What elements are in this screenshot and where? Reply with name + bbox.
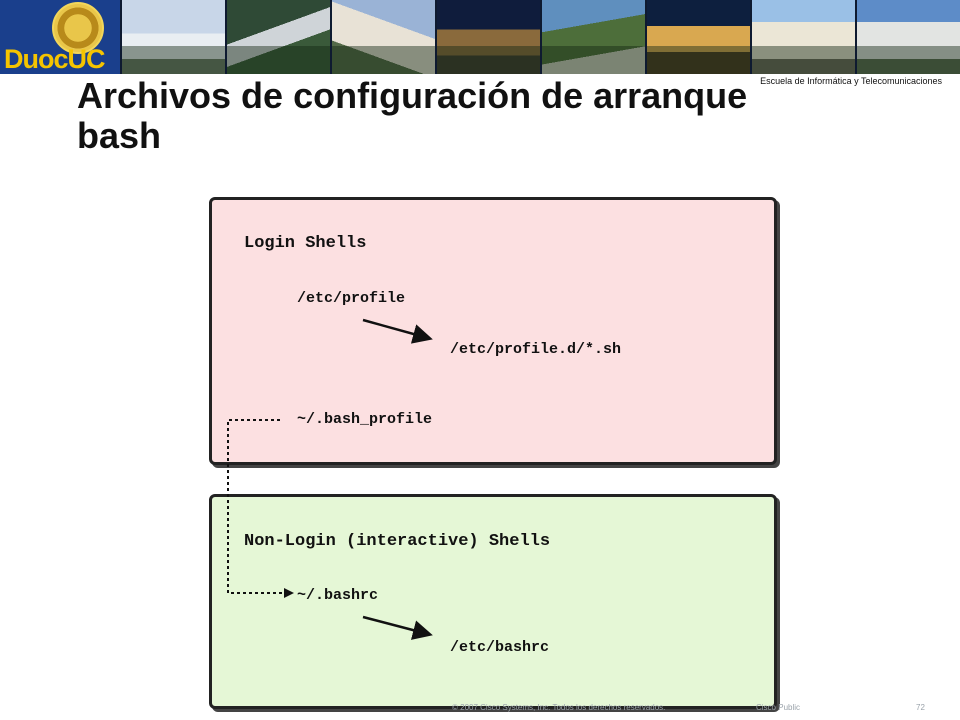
slide-title-line-2: bash	[77, 115, 162, 156]
classification-text: Cisco Public	[756, 703, 801, 712]
slide-title-line-1: Archivos de configuración de arranque	[77, 75, 748, 116]
bashrc-file: ~/.bashrc	[297, 587, 379, 604]
copyright-text: © 2007 Cisco Systems, Inc. Todos los der…	[452, 703, 666, 712]
profile-d-file: /etc/profile.d/*.sh	[450, 341, 622, 358]
campus-photo	[435, 0, 540, 74]
dotted-connector-bash-profile-to-bashrc	[227, 419, 284, 594]
school-name: Escuela de Informática y Telecomunicacio…	[760, 76, 942, 86]
arrow-profile-to-profile-d	[362, 318, 433, 344]
header-banner: DuocUC	[0, 0, 960, 74]
etc-profile-file: /etc/profile	[297, 290, 406, 307]
non-login-shells-heading: Non-Login (interactive) Shells	[244, 532, 551, 551]
logo-text: DuocUC	[4, 44, 105, 74]
page-number: 72	[916, 703, 925, 712]
campus-photo	[225, 0, 330, 74]
arrow-head-to-bashrc	[284, 588, 294, 598]
duoc-logo: DuocUC	[0, 0, 120, 74]
arrow-bashrc-to-etc-bashrc	[362, 615, 433, 640]
etc-bashrc-file: /etc/bashrc	[450, 639, 550, 656]
bash-profile-file: ~/.bash_profile	[297, 411, 433, 428]
non-login-shells-box	[209, 494, 777, 709]
campus-photo	[750, 0, 855, 74]
campus-photo	[330, 0, 435, 74]
campus-photo	[120, 0, 225, 74]
login-shells-heading: Login Shells	[244, 234, 367, 253]
campus-photo	[540, 0, 645, 74]
login-shells-box	[209, 197, 777, 465]
slide-title: Archivos de configuración de arranque ba…	[77, 76, 897, 156]
campus-photo	[645, 0, 750, 74]
campus-photo	[855, 0, 960, 74]
university-seal-icon	[52, 2, 104, 54]
